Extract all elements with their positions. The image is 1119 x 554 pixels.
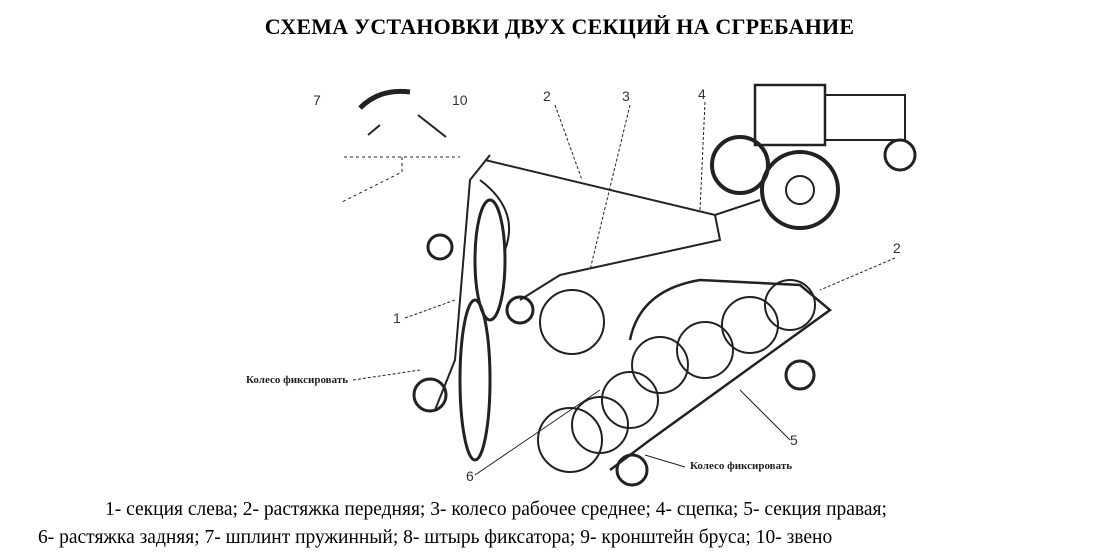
- callout-5: 5: [790, 432, 798, 448]
- link-part: [358, 88, 411, 110]
- callout-4: 4: [698, 86, 706, 102]
- right-section: [537, 278, 833, 487]
- callout-7: 7: [313, 92, 321, 108]
- callout-3: 3: [622, 88, 630, 104]
- tractor-icon: [710, 83, 917, 230]
- callout-10: 10: [452, 92, 468, 108]
- wheel-fix-note-right: Колесо фиксировать: [690, 460, 793, 472]
- callout-6: 6: [466, 468, 474, 484]
- callout-2-front: 2: [543, 88, 551, 104]
- caption-line-1: 1- секция слева; 2- растяжка передняя; 3…: [105, 499, 887, 520]
- callout-1: 1: [393, 310, 401, 326]
- left-section: [412, 198, 535, 462]
- page-title: СХЕМА УСТАНОВКИ ДВУХ СЕКЦИЙ НА СГРЕБАНИЕ: [264, 14, 855, 39]
- link-10: [417, 114, 447, 138]
- wheel-fix-note-left: Колесо фиксировать: [246, 374, 349, 386]
- middle-working-wheel: [539, 289, 605, 355]
- cotter-pin: [367, 124, 381, 136]
- caption-line-2: 6- растяжка задняя; 7- шплинт пружинный;…: [38, 527, 833, 548]
- callout-2-right: 2: [893, 240, 901, 256]
